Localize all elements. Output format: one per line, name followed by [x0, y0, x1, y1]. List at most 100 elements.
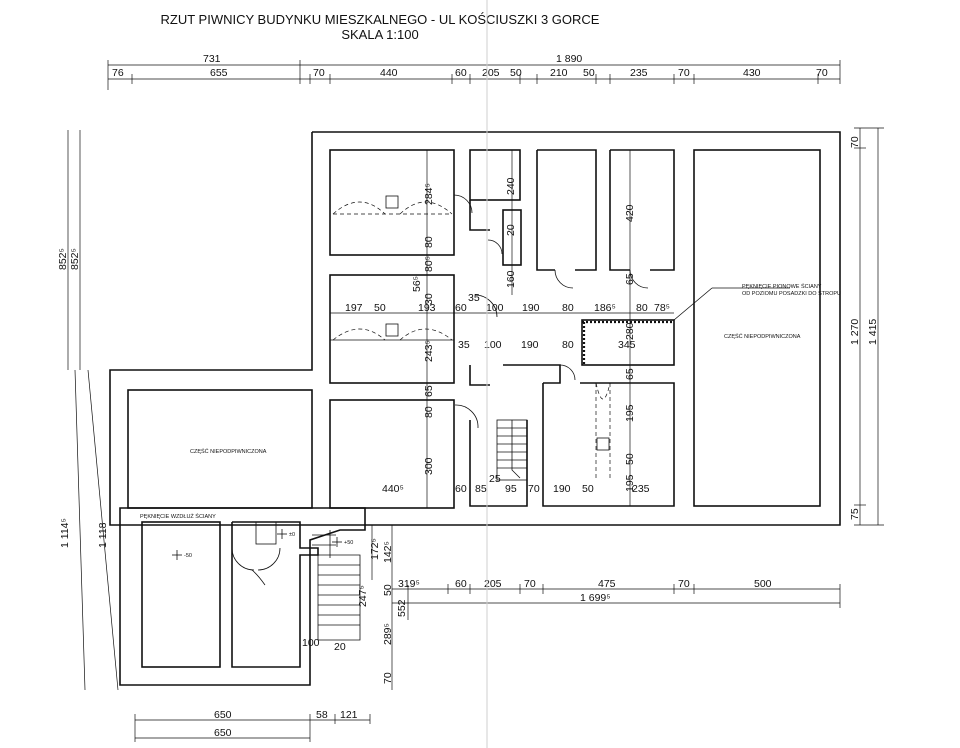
dim-a-5: 190	[522, 302, 540, 314]
dim-top-0: 76	[112, 67, 124, 79]
annex-vertical-dims: 172⁵ 142⁵ 247⁵ 50 552 289⁵ 70	[357, 525, 409, 690]
top-dimension-lines	[107, 60, 841, 90]
dim-vc-3: 65	[624, 368, 636, 380]
dim-top-4: 60	[455, 67, 467, 79]
dim-c-3: 25	[489, 473, 501, 485]
corridor-lines	[330, 312, 674, 341]
dim-vb-1: 20	[505, 224, 517, 236]
dim-annex-3: 50	[382, 584, 394, 596]
dim-annex-4: 552	[396, 599, 408, 617]
dim-left-3: 1 118	[97, 522, 109, 548]
level-minus-50: -50	[184, 553, 192, 559]
dim-va-4: 30	[423, 293, 435, 305]
dim-va-0: 284⁵	[423, 183, 435, 205]
window-wells	[332, 195, 611, 480]
dim-top-5: 205	[482, 67, 500, 79]
dim-base-0: 650	[214, 709, 232, 721]
dim-vc-4: 195	[624, 404, 636, 422]
dim-vc-0: 420	[624, 204, 636, 222]
dim-inner-b: 35 100 190 80 345	[468, 292, 636, 351]
dim-a-9: 78⁵	[654, 302, 670, 314]
dim-b-35-label: 35	[458, 339, 470, 351]
dim-bottom-1: 60	[455, 578, 467, 590]
dim-va-3: 56⁵	[411, 276, 423, 292]
dim-top-2: 70	[313, 67, 325, 79]
dim-b-3: 80	[562, 339, 574, 351]
dim-inner-c: 440⁵ 60 85 25 95 70 190 50 235	[382, 473, 650, 495]
dim-va-7: 80	[423, 406, 435, 418]
dim-top-total-right: 1 890	[556, 53, 582, 65]
dim-annex-2: 247⁵	[357, 585, 369, 607]
level-plus-50: +50	[344, 540, 353, 546]
dim-a-3: 60	[455, 302, 467, 314]
dim-va-6: 65	[423, 385, 435, 397]
dim-c-4: 95	[505, 483, 517, 495]
dim-annex-5: 289⁵	[382, 623, 394, 645]
dim-bottom-2: 205	[484, 578, 502, 590]
dim-vert-c: 420 65 280 65 195 50 195	[624, 204, 636, 492]
bottom-dimension-lines: 319⁵ 60 205 70 475 70 500 1 699⁵	[392, 578, 841, 608]
level-zero: ±0	[289, 532, 295, 538]
dim-vert-a: 284⁵ 80 80⁵ 56⁵ 30 243⁵ 65 80 300	[411, 183, 435, 475]
dim-a-6: 80	[562, 302, 574, 314]
dim-top-1: 655	[210, 67, 228, 79]
right-dimension-lines	[854, 127, 884, 526]
building-walls	[109, 131, 841, 526]
base-dimension-lines: 650 58 121 650	[134, 709, 371, 742]
dim-c-6: 190	[553, 483, 571, 495]
dim-bottom-6: 500	[754, 578, 772, 590]
dim-top-9: 235	[630, 67, 648, 79]
dim-c-0: 440⁵	[382, 483, 404, 495]
note-crack-along: PĘKNIĘCIE WZDŁUŻ ŚCIANY	[140, 512, 216, 520]
dim-bottom-0: 319⁵	[398, 578, 420, 590]
dim-annex-6: 70	[382, 672, 394, 684]
dim-top-10: 70	[678, 67, 690, 79]
dim-b-1: 100	[484, 339, 502, 351]
dim-top-11: 430	[743, 67, 761, 79]
dim-top-12: 70	[816, 67, 828, 79]
dim-va-2: 80⁵	[423, 256, 435, 272]
dim-top-row: 76 655 70 440 60 205 50 210 50 235 70 43…	[112, 67, 828, 79]
dim-annex-1: 142⁵	[382, 541, 394, 563]
dim-top-3: 440	[380, 67, 398, 79]
dim-c-5: 70	[528, 483, 540, 495]
dim-base-2: 121	[340, 709, 358, 721]
dim-right-2: 1 415	[867, 319, 879, 345]
dim-vc-2: 280	[624, 322, 636, 340]
dim-base-total: 650	[214, 727, 232, 739]
annex-walls	[119, 507, 366, 686]
note-non-basement-left: CZĘŚĆ NIEPODPIWNICZONA	[190, 447, 267, 455]
dim-top-total-left: 731	[203, 53, 221, 65]
dim-annex-0: 172⁵	[369, 538, 381, 560]
dim-va-8: 300	[423, 457, 435, 475]
note-crack-vertical-2: OD POZIOMU POSADZKI DO STROPU	[742, 291, 841, 297]
dim-right-1: 1 270	[849, 319, 861, 345]
dim-b-0: 35	[468, 292, 480, 304]
dim-vert-b: 240 20 160	[505, 177, 517, 288]
dim-a-7: 186⁵	[594, 302, 616, 314]
dim-va-1: 80	[423, 236, 435, 248]
dim-top-6: 50	[510, 67, 522, 79]
dim-c-7: 50	[582, 483, 594, 495]
dim-annex-small-0: 100	[302, 637, 320, 649]
stairs-main	[496, 419, 528, 481]
note-non-basement-right: CZĘŚĆ NIEPODPIWNICZONA	[724, 332, 801, 340]
door-swings	[453, 194, 649, 429]
dim-va-5: 243⁵	[423, 340, 435, 362]
dim-bottom-5: 70	[678, 578, 690, 590]
dim-c-1: 60	[455, 483, 467, 495]
dim-a-8: 80	[636, 302, 648, 314]
dim-vc-1: 65	[624, 273, 636, 285]
dim-c-8: 235	[632, 483, 650, 495]
dim-vc-5: 50	[624, 453, 636, 465]
dim-top-7: 210	[550, 67, 568, 79]
dim-base-1: 58	[316, 709, 328, 721]
left-dimension-lines	[67, 130, 119, 691]
dim-top-8: 50	[583, 67, 595, 79]
dim-bottom-4: 475	[598, 578, 616, 590]
dim-left-1: 852⁵	[69, 248, 81, 270]
dim-vc-6: 195	[624, 474, 636, 492]
level-markers	[172, 529, 342, 560]
dim-bottom-total: 1 699⁵	[580, 592, 611, 604]
